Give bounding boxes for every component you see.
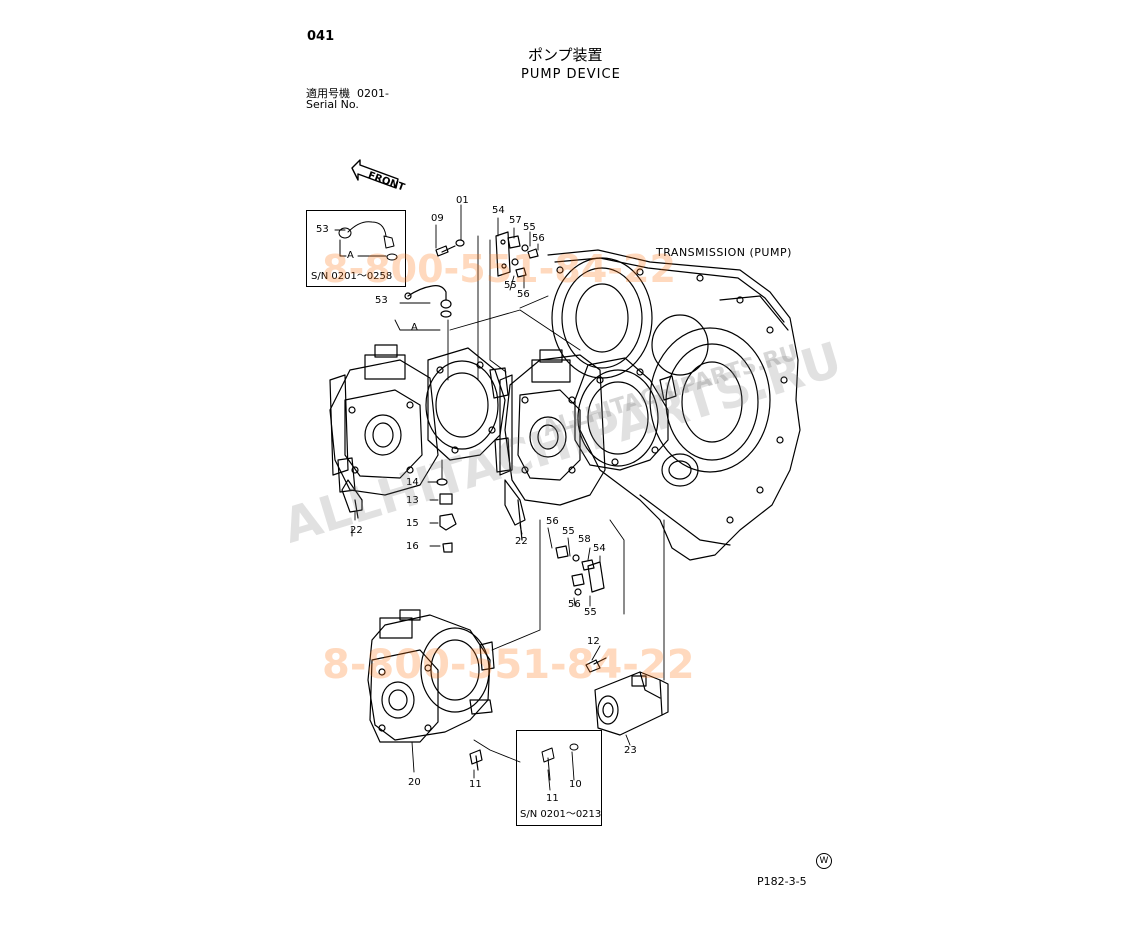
leader-lines xyxy=(351,204,665,791)
serial-jp-label: 適用号機 xyxy=(306,87,350,100)
part-label-55: 55 xyxy=(504,280,517,291)
part-label-55: 55 xyxy=(523,222,536,233)
inset-top-part-label: 53 xyxy=(316,224,329,235)
rear-pump-assembly xyxy=(494,349,677,541)
part-label-20: 20 xyxy=(408,777,421,788)
front-pump-assembly xyxy=(329,344,509,519)
pump-20 xyxy=(367,609,495,743)
serial-line-en: Serial No. xyxy=(306,98,359,111)
part-label-01: 01 xyxy=(456,195,469,206)
part-label-12: 12 xyxy=(587,636,600,647)
page-number: 041 xyxy=(307,29,335,44)
watermark-phone-top: 8-800-551-84-22 xyxy=(322,247,676,291)
part-label-56: 56 xyxy=(517,289,530,300)
part-label-55: 55 xyxy=(584,607,597,618)
figure-code: P182-3-5 xyxy=(757,875,807,888)
serial-line-jp: 適用号機 0201- xyxy=(306,88,389,99)
inset-box-sensor xyxy=(306,210,406,287)
transmission-housing xyxy=(547,249,801,561)
part-label-11: 11 xyxy=(469,779,482,790)
front-arrow-icon: FRONT xyxy=(351,159,406,194)
inset-box-bolt xyxy=(516,730,602,826)
part-label-55: 55 xyxy=(562,526,575,537)
part-label-14: 14 xyxy=(406,477,419,488)
serial-value: 0201- xyxy=(357,87,389,100)
inset-bottom-part-10: 10 xyxy=(569,779,582,790)
main-marker: A xyxy=(411,322,418,333)
part-label-22: 22 xyxy=(515,536,528,547)
footer-mark: W xyxy=(816,853,832,869)
inset-bottom-part-11: 11 xyxy=(546,793,559,804)
title-english: PUMP DEVICE xyxy=(521,67,621,82)
inset-top-serial: S/N 0201～0258 xyxy=(311,271,393,282)
part-label-54: 54 xyxy=(593,543,606,554)
inset-bottom-drawing xyxy=(541,743,579,781)
part-label-54: 54 xyxy=(492,205,505,216)
part-label-58: 58 xyxy=(578,534,591,545)
part-label-16: 16 xyxy=(406,541,419,552)
part-label-23: 23 xyxy=(624,745,637,756)
title-japanese: ポンプ装置 xyxy=(528,46,603,64)
part-label-57: 57 xyxy=(509,215,522,226)
front-arrow-label: FRONT xyxy=(366,170,406,193)
part-label-53: 53 xyxy=(375,295,388,306)
part-label-56: 56 xyxy=(568,599,581,610)
small-parts xyxy=(404,231,607,771)
watermark-phone-bottom: 8-800-551-84-22 xyxy=(322,642,695,688)
inset-top-marker: A xyxy=(347,250,354,261)
transmission-label: TRANSMISSION (PUMP) xyxy=(656,246,792,259)
part-label-22: 22 xyxy=(350,525,363,536)
part-label-56: 56 xyxy=(546,516,559,527)
part-label-09: 09 xyxy=(431,213,444,224)
inset-bottom-serial: S/N 0201～0213 xyxy=(520,809,602,820)
part-label-15: 15 xyxy=(406,518,419,529)
part-label-13: 13 xyxy=(406,495,419,506)
pump-23 xyxy=(594,671,669,736)
part-label-56: 56 xyxy=(532,233,545,244)
inset-top-drawing xyxy=(334,221,398,261)
